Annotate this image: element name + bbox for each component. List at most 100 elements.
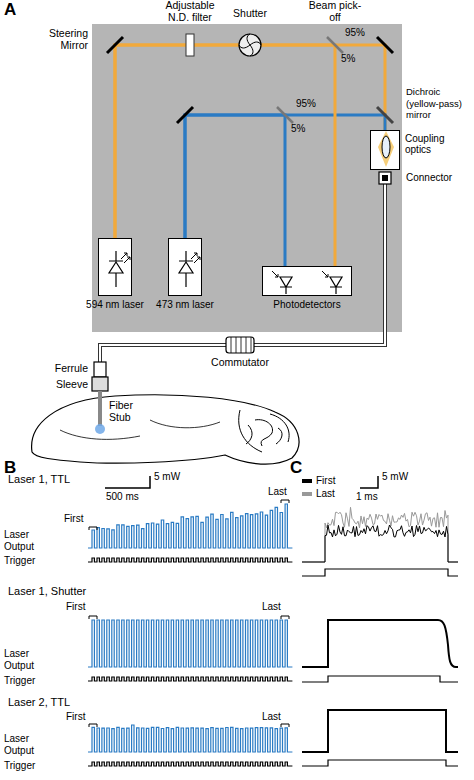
component-icon bbox=[263, 267, 351, 295]
part-label: Connector bbox=[406, 172, 452, 184]
optical-table bbox=[92, 24, 402, 332]
laser-output-trace bbox=[88, 725, 292, 752]
fiber-connector-core bbox=[382, 175, 388, 181]
signal-name: Trigger bbox=[4, 555, 35, 567]
first-pulse-trace bbox=[302, 525, 458, 562]
trace-title: Laser 2, TTL bbox=[8, 697, 70, 709]
ferrule bbox=[94, 362, 106, 377]
ttl-pulse-trace bbox=[302, 710, 458, 752]
photodiode-symbol bbox=[330, 277, 342, 294]
component-icon bbox=[99, 239, 131, 295]
emission-arrows bbox=[191, 253, 200, 263]
trigger-trace bbox=[88, 558, 292, 562]
component-icon bbox=[371, 131, 399, 169]
scale-label: 5 mW bbox=[154, 471, 180, 483]
component-label: 594 nm laser bbox=[86, 299, 144, 310]
mirror bbox=[377, 37, 393, 53]
trace-title: Laser 1, TTL bbox=[8, 474, 70, 486]
fiber-stub bbox=[98, 391, 102, 426]
legend-entry: Last bbox=[302, 488, 335, 500]
legend-entry: First bbox=[302, 475, 335, 487]
signal-name: Laser Output bbox=[4, 733, 50, 756]
coupling-optics-box: Coupling optics bbox=[370, 130, 400, 170]
laser-beam bbox=[115, 45, 335, 266]
brain-outline bbox=[32, 395, 299, 464]
split-percentage: 5% bbox=[341, 53, 355, 65]
scale-bar bbox=[360, 476, 378, 488]
pulse-marker: First bbox=[66, 601, 85, 613]
panel-letter: C bbox=[290, 458, 302, 477]
legend-swatch bbox=[302, 492, 312, 496]
legend-swatch bbox=[302, 479, 312, 483]
scale-label: 500 ms bbox=[106, 491, 139, 503]
scale-label: 5 mW bbox=[382, 471, 408, 483]
sleeve bbox=[92, 377, 108, 391]
trigger-trace bbox=[88, 762, 292, 766]
trigger-trace bbox=[88, 677, 292, 681]
fiber-connector bbox=[379, 172, 391, 184]
component-label: Photodetectors bbox=[273, 299, 340, 310]
scale-label: 1 ms bbox=[356, 491, 378, 503]
pulse-marker: First bbox=[66, 711, 85, 723]
photodetector-box: Photodetectors bbox=[262, 266, 352, 296]
shutter-blades bbox=[239, 34, 261, 56]
trace-title: Laser 1, Shutter bbox=[8, 586, 86, 598]
incoming-light-arrow bbox=[322, 271, 328, 277]
legend-label: Last bbox=[316, 488, 335, 499]
legend-label: First bbox=[316, 475, 335, 486]
last-pulse-trace bbox=[302, 507, 458, 562]
part-label: Sleeve bbox=[36, 379, 88, 391]
beam-pickoff bbox=[327, 37, 343, 53]
optical-fiber-core bbox=[100, 184, 385, 362]
steering-mirror bbox=[107, 37, 123, 53]
part-label: Steering Mirror bbox=[28, 28, 88, 51]
part-label: Shutter bbox=[225, 8, 275, 20]
part-label: Beam pick-off bbox=[306, 0, 364, 23]
trigger-trace bbox=[302, 760, 458, 766]
shutter-pulse-trace bbox=[302, 620, 458, 667]
part-label: Dichroic (yellow-pass) mirror bbox=[406, 86, 472, 121]
signal-name: Trigger bbox=[4, 760, 35, 772]
pulse-bracket bbox=[89, 500, 289, 727]
cerebellum-folds bbox=[239, 410, 289, 452]
laser-output-trace bbox=[88, 620, 292, 667]
commutator bbox=[226, 337, 254, 353]
signal-name: Laser Output bbox=[4, 648, 50, 671]
laser-beam bbox=[115, 45, 385, 238]
trigger-trace bbox=[302, 676, 458, 682]
part-label: Fiber Stub bbox=[108, 400, 140, 423]
shutter bbox=[239, 34, 261, 56]
component-label: 473 nm laser bbox=[156, 299, 214, 310]
emission-arrows bbox=[121, 253, 130, 263]
laser-box: 473 nm laser bbox=[168, 238, 202, 296]
light-spot bbox=[95, 424, 105, 434]
commutator-rings bbox=[231, 337, 251, 353]
panel-letter: A bbox=[4, 0, 16, 19]
beam-pickoff bbox=[277, 107, 293, 123]
part-label: Commutator bbox=[200, 357, 280, 369]
signal-name: Laser Output bbox=[4, 529, 50, 552]
laser-box: 594 nm laser bbox=[98, 238, 132, 296]
pulse-marker: First bbox=[64, 513, 83, 525]
mirror bbox=[177, 107, 193, 123]
nd-filter bbox=[186, 34, 194, 56]
scale-bar bbox=[105, 476, 150, 488]
pulse-marker: Last bbox=[262, 601, 281, 613]
signal-name: Trigger bbox=[4, 675, 35, 687]
optical-fiber bbox=[100, 184, 385, 362]
brain-detail bbox=[60, 420, 220, 439]
component-label: Coupling optics bbox=[405, 133, 469, 155]
coupling-lens bbox=[382, 136, 390, 158]
part-label: Adjustable N.D. filter bbox=[160, 0, 220, 23]
focused-beam bbox=[378, 131, 394, 167]
pulse-marker: Last bbox=[262, 711, 281, 723]
pulse-marker: Last bbox=[268, 486, 287, 498]
split-percentage: 95% bbox=[345, 27, 365, 39]
split-percentage: 5% bbox=[291, 123, 305, 135]
laser-output-trace bbox=[88, 504, 292, 548]
laser-diode-symbol bbox=[109, 251, 123, 287]
component-icon bbox=[169, 239, 201, 295]
trigger-trace bbox=[302, 569, 458, 576]
split-percentage: 95% bbox=[296, 98, 316, 110]
